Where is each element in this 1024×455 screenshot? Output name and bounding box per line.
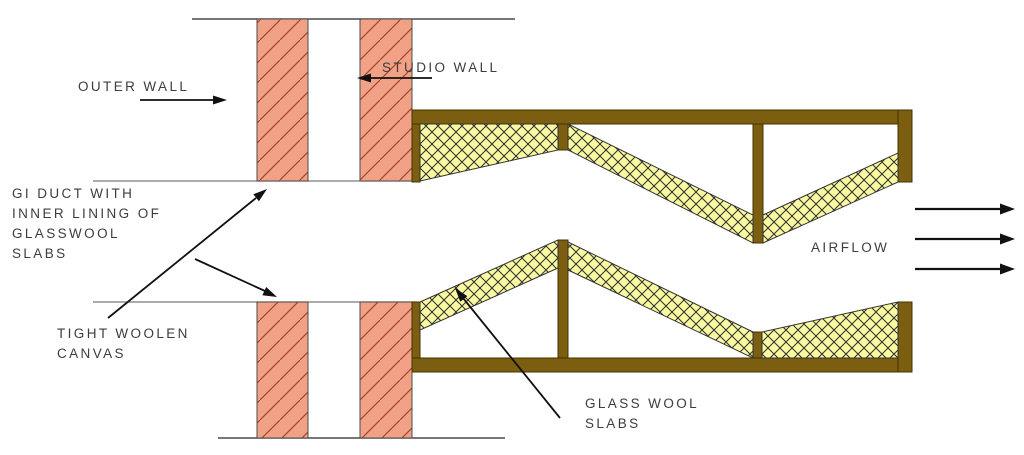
airflow-arrow-2 (915, 233, 1015, 245)
casing-upper-left-edge (411, 123, 421, 183)
airflow-arrow-3-head (1000, 263, 1015, 275)
studio-wall-lower-section (359, 301, 413, 439)
tight-woolen-canvas-label-line-2: CANVAS (57, 346, 126, 361)
glass-wool-arrow-line (462, 297, 561, 419)
airflow-arrow-3 (915, 263, 1015, 275)
casing-upper-right-end (897, 109, 913, 183)
tight-woolen-canvas-label-line-1: TIGHT WOOLEN (57, 326, 190, 341)
outer-wall-arrow-head (213, 95, 227, 105)
gi-duct-label-line-2: INNER LINING OF (12, 206, 162, 221)
outer-wall-lower-section (256, 301, 309, 439)
glasswool-slab-upper-1 (419, 123, 559, 182)
gi-duct-label: GI DUCT WITH INNER LINING OF GLASSWOOL S… (12, 184, 161, 264)
glass-wool-slabs-label-line-1: GLASS WOOL (585, 396, 700, 411)
glasswool-slab-upper-2 (567, 123, 754, 244)
tight-woolen-canvas-arrow-head (253, 189, 267, 202)
airflow-arrow-1-head (1000, 203, 1015, 215)
airflow-label: AIRFLOW (811, 240, 890, 255)
glass-wool-arrow-head (455, 288, 468, 302)
outer-wall-upper-section (256, 18, 309, 182)
gi-duct-arrow-line (194, 258, 266, 292)
casing-upper-divider-1 (557, 123, 569, 151)
gi-duct-label-line-4: SLABS (12, 246, 68, 261)
casing-bottom-bar (411, 357, 913, 373)
gi-duct-arrow (194, 258, 277, 297)
studio-wall-upper-section (359, 18, 413, 182)
gi-duct-arrow-head (262, 287, 277, 297)
glasswool-slab-lower-1 (419, 239, 559, 331)
tight-woolen-canvas-arrow (107, 189, 267, 319)
airflow-arrow-2-head (1000, 233, 1015, 245)
casing-lower-right-end (897, 301, 913, 373)
studio-wall-label: STUDIO WALL (382, 60, 500, 75)
casing-lower-left-edge (411, 301, 421, 359)
casing-top-bar (411, 109, 913, 125)
glass-wool-slabs-label-line-2: SLABS (585, 416, 641, 431)
glass-wool-slabs-label: GLASS WOOL SLABS (585, 394, 699, 434)
glass-wool-arrow (455, 288, 561, 419)
studio-wall-arrow-head (357, 73, 371, 83)
gi-duct-label-line-1: GI DUCT WITH (12, 186, 135, 201)
glasswool-slab-lower-2 (567, 241, 754, 359)
glasswool-slab-upper-3 (762, 152, 899, 244)
casing-lower-divider-1 (557, 239, 569, 359)
tight-woolen-canvas-label: TIGHT WOOLEN CANVAS (57, 324, 190, 364)
airflow-arrow-1 (915, 203, 1015, 215)
tight-woolen-canvas-arrow-line (107, 197, 257, 319)
outer-wall-label: OUTER WALL (78, 79, 190, 94)
glasswool-slab-lower-3 (761, 301, 899, 359)
casing-lower-divider-2 (752, 331, 763, 359)
studio-wall-arrow (357, 73, 432, 83)
outer-wall-arrow (140, 95, 227, 105)
casing-upper-divider-2 (752, 123, 764, 244)
gi-duct-label-line-3: GLASSWOOL (12, 226, 120, 241)
